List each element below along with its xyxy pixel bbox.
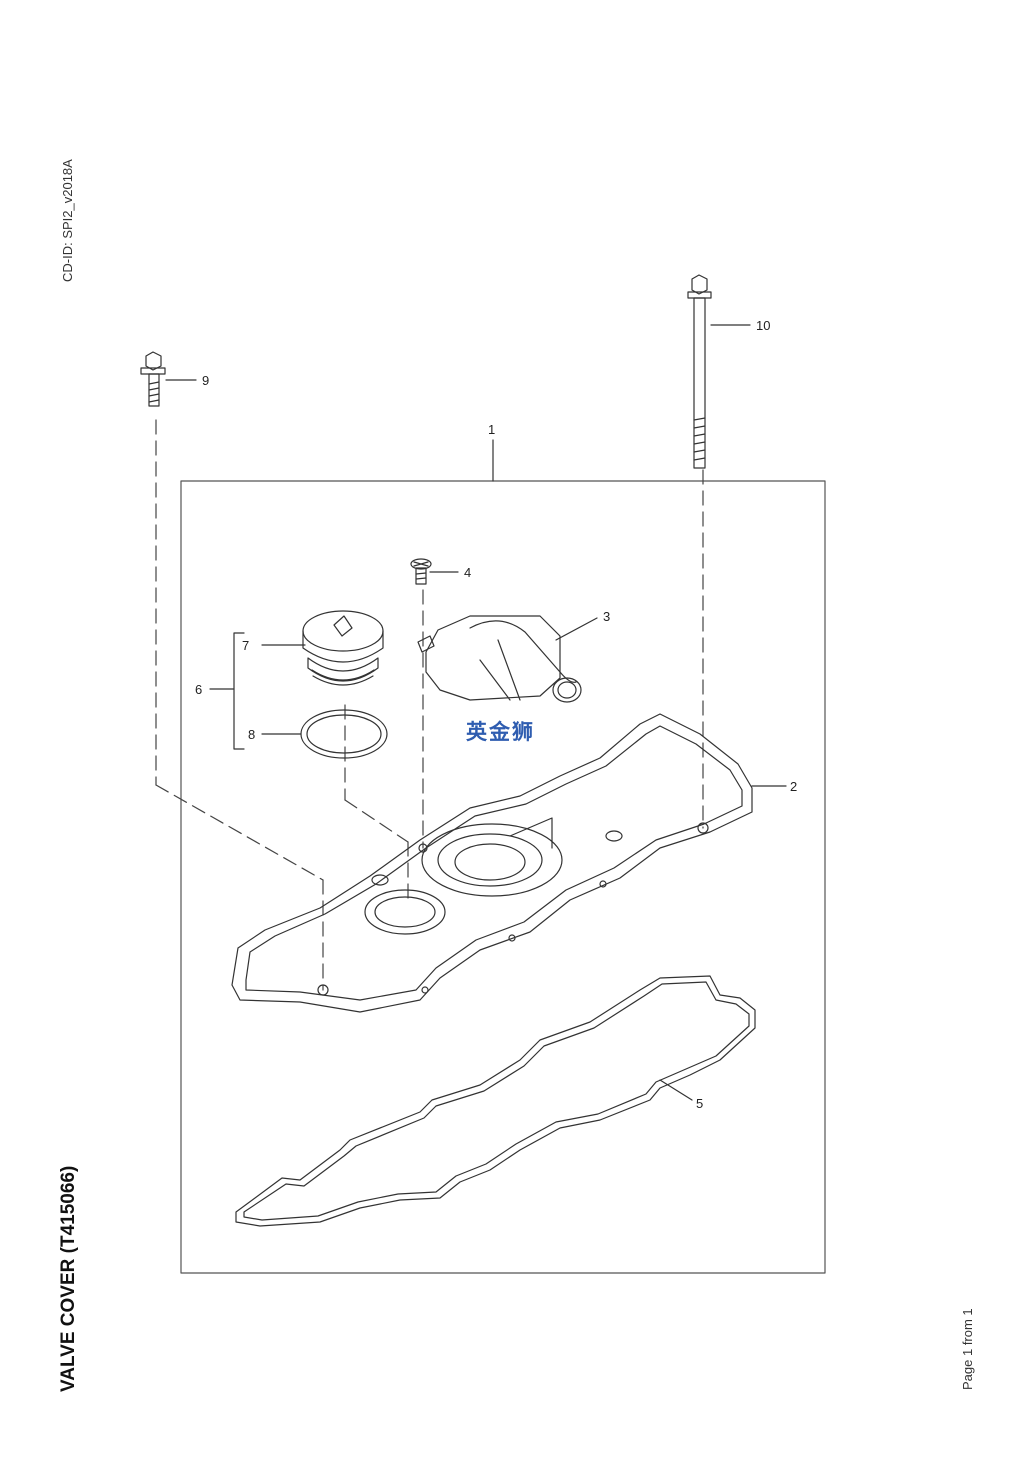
oil-cap-7 — [302, 610, 384, 686]
bolt-10 — [687, 274, 712, 469]
callout-1: 1 — [488, 422, 495, 437]
bolt-9 — [140, 351, 166, 407]
screw-4 — [410, 558, 432, 585]
o-ring-8 — [300, 709, 388, 759]
callout-2: 2 — [790, 779, 797, 794]
kit-frame — [180, 480, 826, 1274]
callout-5: 5 — [696, 1096, 703, 1111]
callout-6: 6 — [195, 682, 202, 697]
valve-cover-2 — [231, 713, 753, 1013]
callout-7: 7 — [242, 638, 249, 653]
leader-lines — [165, 324, 787, 1101]
callout-3: 3 — [603, 609, 610, 624]
callout-4: 4 — [464, 565, 471, 580]
assembly-lines — [155, 419, 704, 991]
breather-3 — [417, 615, 582, 703]
callout-9: 9 — [202, 373, 209, 388]
watermark: 英金狮 — [466, 720, 535, 744]
callout-10: 10 — [756, 318, 770, 333]
gasket-5 — [235, 975, 756, 1227]
callout-8: 8 — [248, 727, 255, 742]
